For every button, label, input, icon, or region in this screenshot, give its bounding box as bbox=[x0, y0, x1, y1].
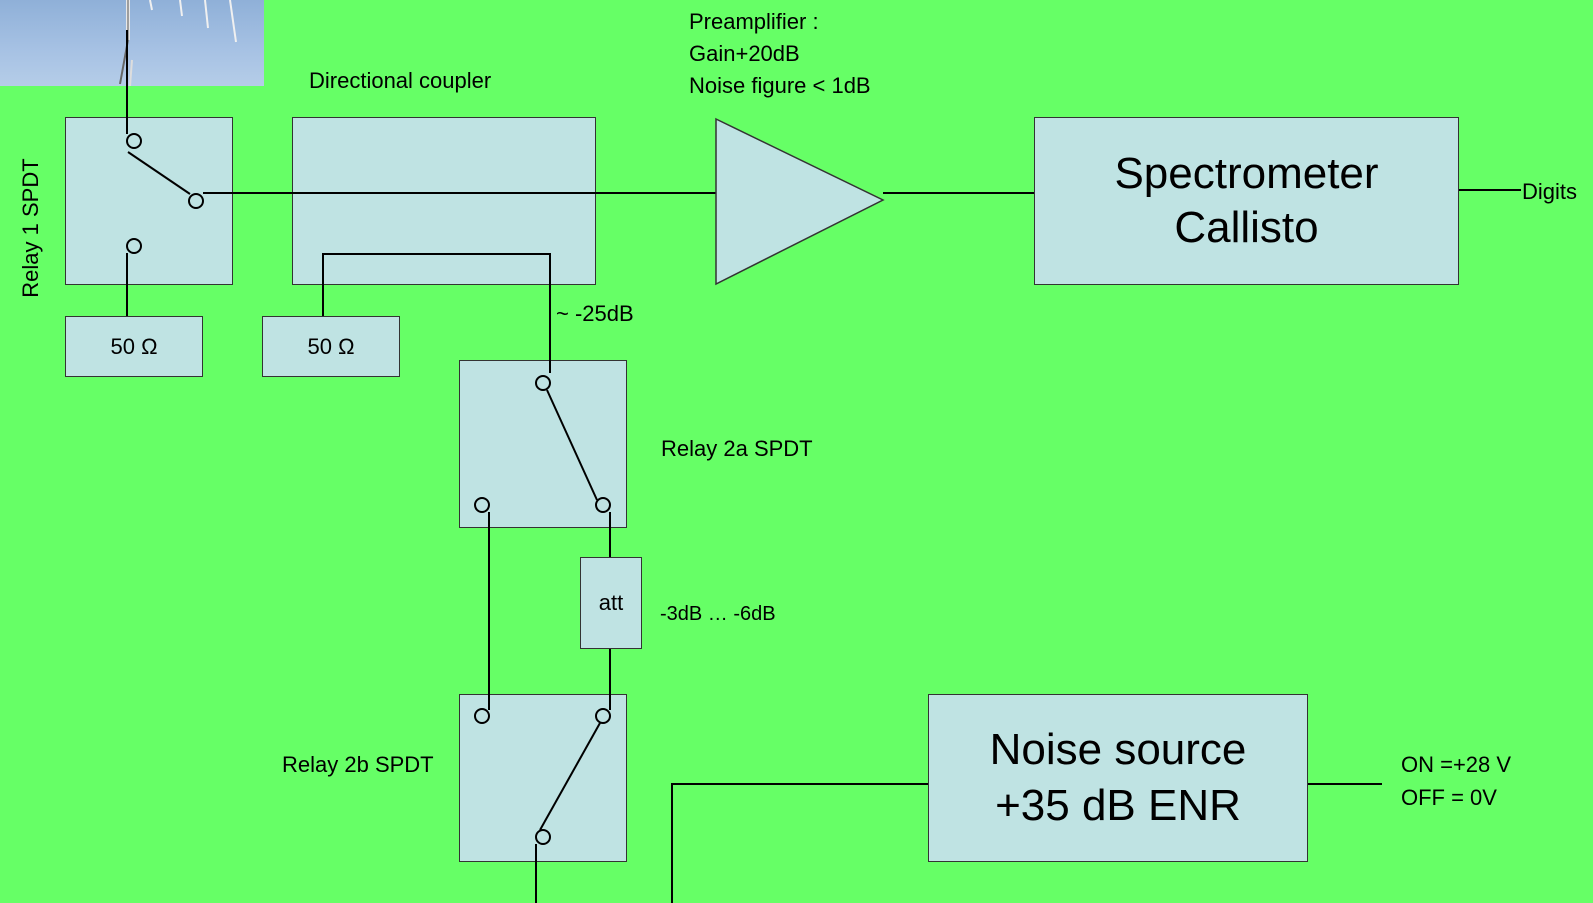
spectrometer-line-1: Spectrometer bbox=[1114, 149, 1379, 198]
relay-2a-box bbox=[459, 360, 627, 528]
attenuator-range-label: -3dB … -6dB bbox=[660, 603, 776, 625]
preamp-line-2: Gain+20dB bbox=[689, 41, 800, 66]
preamp-triangle bbox=[715, 117, 885, 286]
load-50-ohm-1: 50 Ω bbox=[65, 316, 203, 377]
preamp-line-3: Noise figure < 1dB bbox=[689, 73, 871, 98]
relay-1-box bbox=[65, 117, 233, 285]
relay-2a-label: Relay 2a SPDT bbox=[661, 436, 813, 461]
attenuator-box: att bbox=[580, 557, 642, 649]
coupler-label: Directional coupler bbox=[309, 68, 492, 93]
antenna-photo bbox=[0, 0, 264, 86]
coupling-label: ~ -25dB bbox=[556, 301, 634, 326]
noise-source-line-1: Noise source bbox=[989, 725, 1247, 774]
directional-coupler-box bbox=[292, 117, 596, 285]
load-50-ohm-2: 50 Ω bbox=[262, 316, 400, 377]
noise-source-wire bbox=[671, 783, 928, 903]
load-1-label: 50 Ω bbox=[110, 333, 158, 359]
load-2-label: 50 Ω bbox=[307, 333, 355, 359]
preamp-line-1: Preamplifier : bbox=[689, 9, 819, 34]
digits-label: Digits bbox=[1522, 179, 1578, 204]
attenuator-label: att bbox=[598, 590, 624, 615]
spectrometer-box: Spectrometer Callisto bbox=[1034, 117, 1459, 285]
relay-2b-box bbox=[459, 694, 627, 862]
relay-1-label: Relay 1 SPDT bbox=[18, 158, 43, 298]
spectrometer-line-2: Callisto bbox=[1174, 203, 1319, 252]
antenna-photo-icon bbox=[119, 0, 237, 86]
noise-source-line-2: +35 dB ENR bbox=[995, 781, 1241, 830]
relay-2b-label: Relay 2b SPDT bbox=[282, 752, 434, 777]
noise-source-box: Noise source +35 dB ENR bbox=[928, 694, 1308, 862]
control-on-label: ON =+28 V bbox=[1401, 752, 1512, 777]
control-off-label: OFF = 0V bbox=[1401, 785, 1497, 810]
